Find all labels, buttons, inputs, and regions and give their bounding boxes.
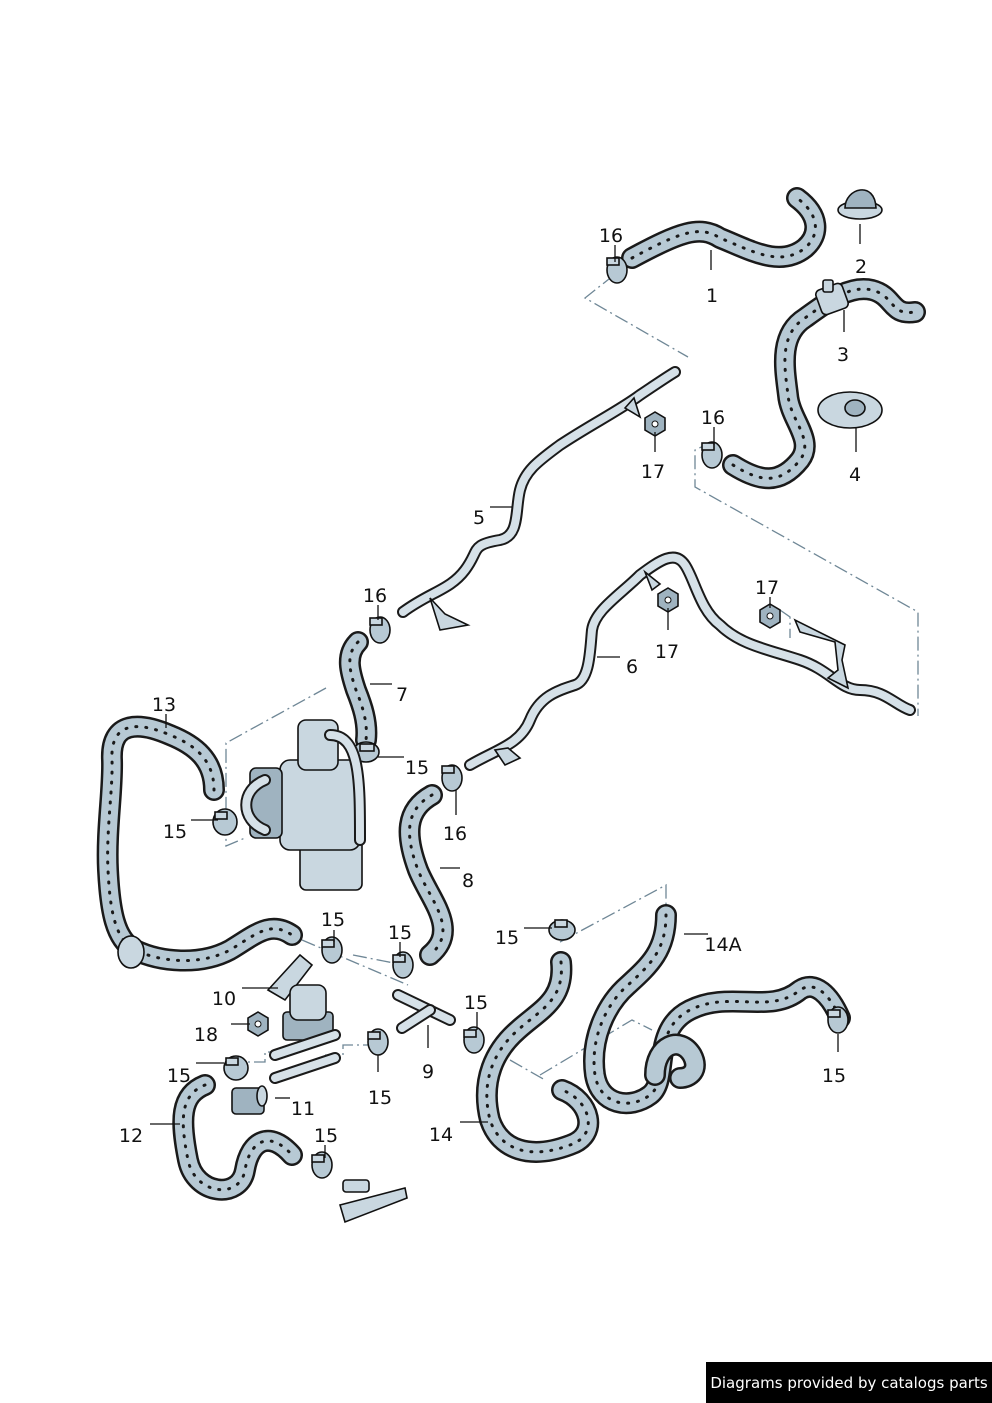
callout-16c: 16 (363, 585, 387, 607)
nut-icon (644, 411, 666, 437)
callout-17c: 17 (655, 641, 679, 663)
callouts: 1 2 3 4 16 16 17 5 16 17 17 6 7 13 15 15… (119, 225, 867, 1147)
callout-12: 12 (119, 1125, 143, 1147)
callout-3: 3 (837, 344, 849, 366)
callout-4: 4 (849, 464, 861, 486)
hose-clamp-icon (223, 1055, 249, 1081)
callout-15e: 15 (495, 927, 519, 949)
callout-5: 5 (473, 507, 485, 529)
nut-icon (247, 1011, 269, 1037)
callout-1: 1 (706, 285, 718, 307)
bottom-connector (338, 1179, 408, 1224)
callout-17b: 17 (755, 577, 779, 599)
callout-16b: 16 (701, 407, 725, 429)
hose-8 (398, 784, 454, 966)
hose-clamp-icon (463, 1026, 485, 1054)
callout-10: 10 (212, 988, 236, 1010)
hose-7 (338, 631, 378, 751)
nuts (247, 411, 781, 1037)
callout-15d: 15 (388, 922, 412, 944)
hose-clamp-icon (392, 951, 414, 979)
hose-clamp-icon (827, 1006, 849, 1034)
hose-12 (172, 1074, 303, 1201)
pipe-5 (397, 366, 681, 631)
callout-16d: 16 (443, 823, 467, 845)
hose-clamp-icon (311, 1151, 333, 1179)
callout-16a: 16 (599, 225, 623, 247)
heater-unit (240, 719, 366, 891)
nut-icon (657, 587, 679, 613)
hose-clamp-icon (606, 256, 628, 284)
leader-lines (150, 224, 861, 1158)
hose-14 (475, 951, 600, 1163)
hose-clamp-icon (367, 1028, 389, 1056)
callout-15h: 15 (822, 1065, 846, 1087)
hose-clamp-icon (701, 441, 723, 469)
attribution-text: Diagrams provided by catalogs parts (710, 1373, 988, 1392)
callout-17a: 17 (641, 461, 665, 483)
callout-7: 7 (396, 684, 408, 706)
hose-clamp-icon (212, 808, 238, 836)
attribution-banner: Diagrams provided by catalogs parts (706, 1362, 992, 1403)
hose-clamp-icon (441, 764, 463, 792)
hose-13 (96, 715, 303, 972)
callout-18: 18 (194, 1024, 218, 1046)
callout-2: 2 (855, 256, 867, 278)
pipe-6 (464, 551, 916, 771)
hose-14a (583, 904, 851, 1115)
callout-13: 13 (152, 694, 176, 716)
callout-15c: 15 (321, 909, 345, 931)
hose-clamp-icon (548, 919, 576, 941)
hose-clamp-icon (321, 936, 343, 964)
callout-15b: 15 (163, 821, 187, 843)
callout-15a: 15 (405, 757, 429, 779)
callout-6: 6 (626, 656, 638, 678)
hose-3 (722, 278, 926, 490)
grommet-icon (837, 189, 883, 220)
grommet-icon (817, 391, 883, 429)
tee-connector (392, 989, 456, 1034)
callout-8: 8 (462, 870, 474, 892)
callout-15g: 15 (167, 1065, 191, 1087)
valve-assembly (266, 953, 341, 1084)
callout-11: 11 (291, 1098, 315, 1120)
callout-15j: 15 (314, 1125, 338, 1147)
callout-15i: 15 (368, 1087, 392, 1109)
hose-clamp-icon (369, 616, 391, 644)
callout-14: 14 (429, 1124, 453, 1146)
callout-14a: 14A (704, 934, 741, 956)
callout-9: 9 (422, 1061, 434, 1083)
hose-1 (621, 187, 827, 269)
callout-15f: 15 (464, 992, 488, 1014)
cap-part (231, 1085, 268, 1115)
